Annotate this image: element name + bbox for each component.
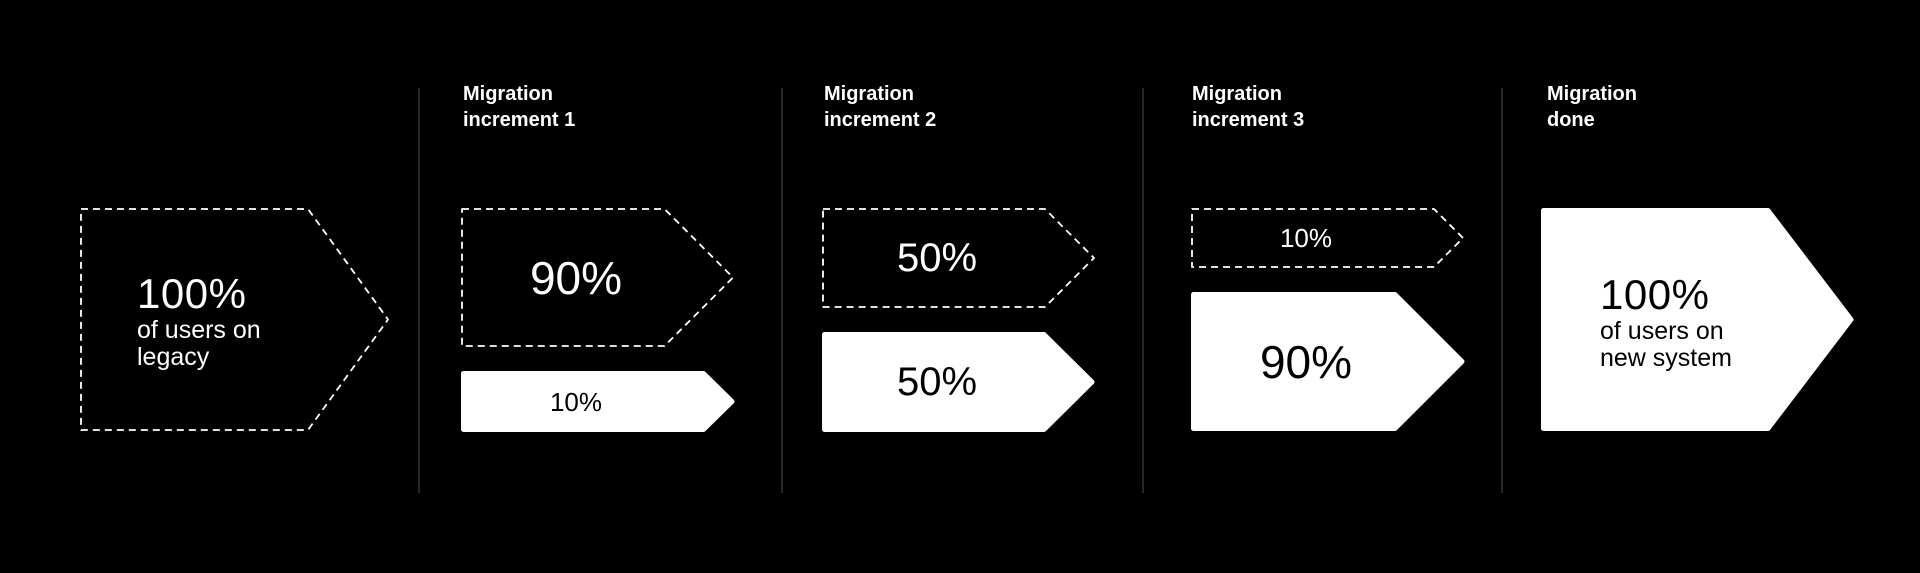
heading-line1: Migration — [1547, 83, 1637, 105]
stage-heading-increment-2: Migration increment 2 — [824, 81, 936, 133]
legacy-users-arrow-dashed — [80, 208, 389, 431]
increment1-migrated-arrow-solid — [461, 371, 735, 432]
heading-line2: increment 3 — [1192, 109, 1305, 131]
heading-line1: Migration — [1192, 83, 1282, 105]
heading-line2: done — [1547, 109, 1595, 131]
increment3-legacy-arrow-dashed — [1191, 208, 1464, 268]
column-divider — [1142, 88, 1144, 493]
increment1-legacy-arrow-dashed — [461, 208, 734, 347]
stage-heading-increment-1: Migration increment 1 — [463, 81, 575, 133]
column-divider — [1501, 88, 1503, 493]
increment2-legacy-arrow-dashed — [822, 208, 1095, 308]
heading-line2: increment 1 — [463, 109, 576, 131]
stage-heading-done: Migration done — [1547, 81, 1637, 133]
column-divider — [781, 88, 783, 493]
heading-line1: Migration — [463, 83, 553, 105]
heading-line1: Migration — [824, 83, 914, 105]
heading-line2: increment 2 — [824, 109, 937, 131]
increment2-migrated-arrow-solid — [822, 332, 1095, 432]
column-divider — [418, 88, 420, 493]
increment3-migrated-arrow-solid — [1191, 292, 1465, 431]
new-system-arrow-solid — [1541, 208, 1854, 431]
stage-heading-increment-3: Migration increment 3 — [1192, 81, 1304, 133]
